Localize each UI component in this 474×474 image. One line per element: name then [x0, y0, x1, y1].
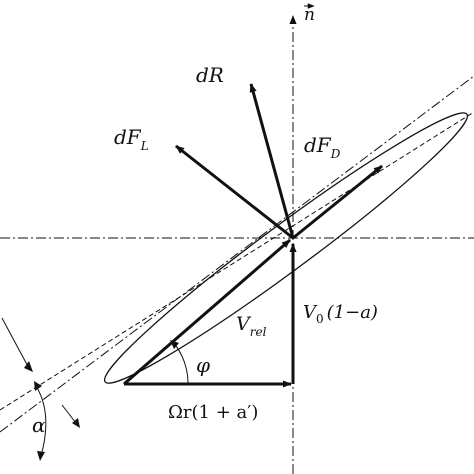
vrel-vector: [123, 238, 291, 386]
alpha-arrowhead-top: [34, 381, 42, 391]
dr-vector: [249, 83, 295, 239]
alpha-arrowhead-bottom: [37, 451, 45, 461]
relative-wind-line: [0, 111, 474, 411]
alpha-tick-right: [61, 404, 77, 424]
omega-r-label: Ωr(1 + a′): [168, 402, 258, 423]
dr-label: dR: [196, 63, 224, 87]
phi-arrowhead: [170, 340, 179, 349]
alpha-arc: [35, 385, 47, 453]
inflow-angle-arrowhead: [24, 361, 33, 372]
dfl-vector: [175, 144, 294, 240]
vrel-label: Vrel: [236, 313, 267, 339]
dfd-label: dFD: [304, 133, 341, 161]
alpha-label: α: [32, 413, 46, 437]
airfoil-outline: [103, 112, 469, 384]
n-label: n: [304, 5, 315, 25]
dfl-label: dFL: [114, 125, 149, 153]
inflow-angle-arc: [1, 317, 31, 371]
chord-line: [0, 75, 474, 433]
dfd-vector: [292, 164, 383, 240]
alpha-arrowhead-right: [72, 418, 80, 428]
phi-label: φ: [196, 353, 210, 377]
v0-label: V0(1−a): [303, 302, 378, 326]
